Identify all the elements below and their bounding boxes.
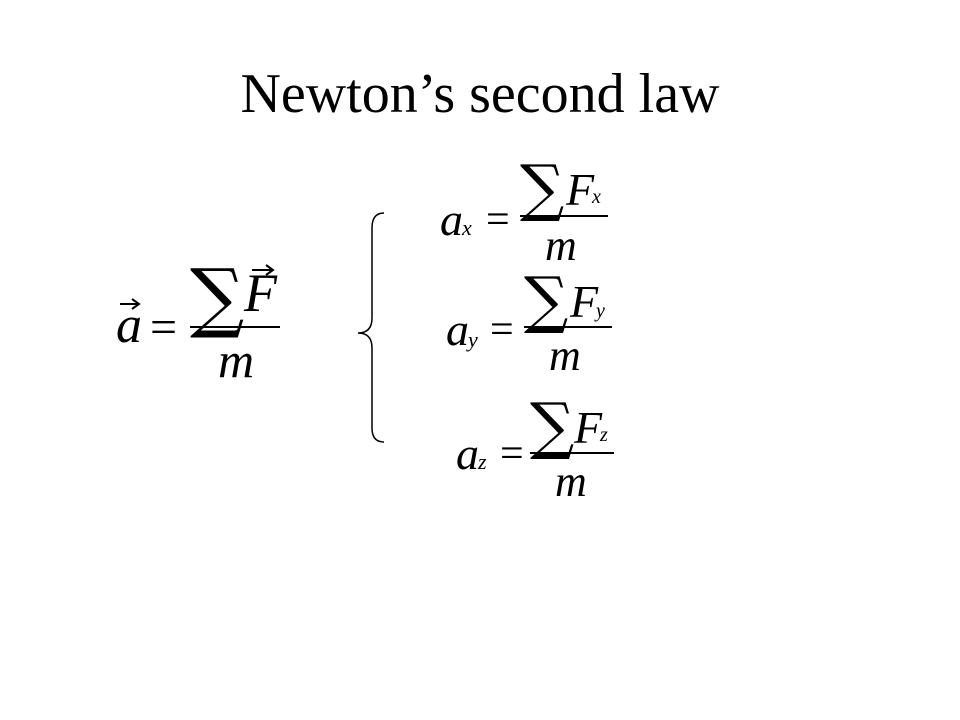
- ax-f-sub: x: [592, 186, 601, 208]
- ay-f-sub: y: [596, 300, 605, 322]
- ax-fraction-bar: [520, 215, 608, 217]
- az-sub: z: [478, 449, 487, 474]
- az-f-sub: z: [600, 424, 608, 446]
- ax-sum-icon: ∑: [520, 151, 565, 224]
- az-sum-icon: ∑: [530, 389, 575, 462]
- az-m: m: [555, 457, 587, 506]
- az-equals: =: [500, 431, 524, 477]
- az-fraction-bar: [530, 452, 614, 454]
- vector-equals: =: [150, 301, 178, 354]
- ay-a: a: [446, 304, 469, 355]
- ax-equals: =: [486, 197, 510, 243]
- ay-m: m: [549, 331, 581, 380]
- ay-f: F: [570, 276, 599, 327]
- vector-sum-icon: ∑: [190, 252, 245, 341]
- ay-fraction-bar: [524, 326, 612, 328]
- ay-sub: y: [468, 327, 478, 352]
- ay-sum-icon: ∑: [524, 263, 569, 336]
- ax-m: m: [545, 221, 577, 270]
- vector-m: m: [218, 332, 255, 388]
- az-a: a: [456, 428, 479, 479]
- ax-f: F: [566, 164, 595, 215]
- vector-fraction-bar: [190, 326, 280, 328]
- vector-a: a: [116, 297, 142, 354]
- vector-f: F: [244, 263, 277, 323]
- az-f: F: [574, 402, 603, 453]
- ax-sub: x: [462, 215, 472, 240]
- ay-equals: =: [490, 307, 514, 353]
- slide-title: Newton’s second law: [240, 63, 720, 125]
- ax-a: a: [440, 194, 463, 245]
